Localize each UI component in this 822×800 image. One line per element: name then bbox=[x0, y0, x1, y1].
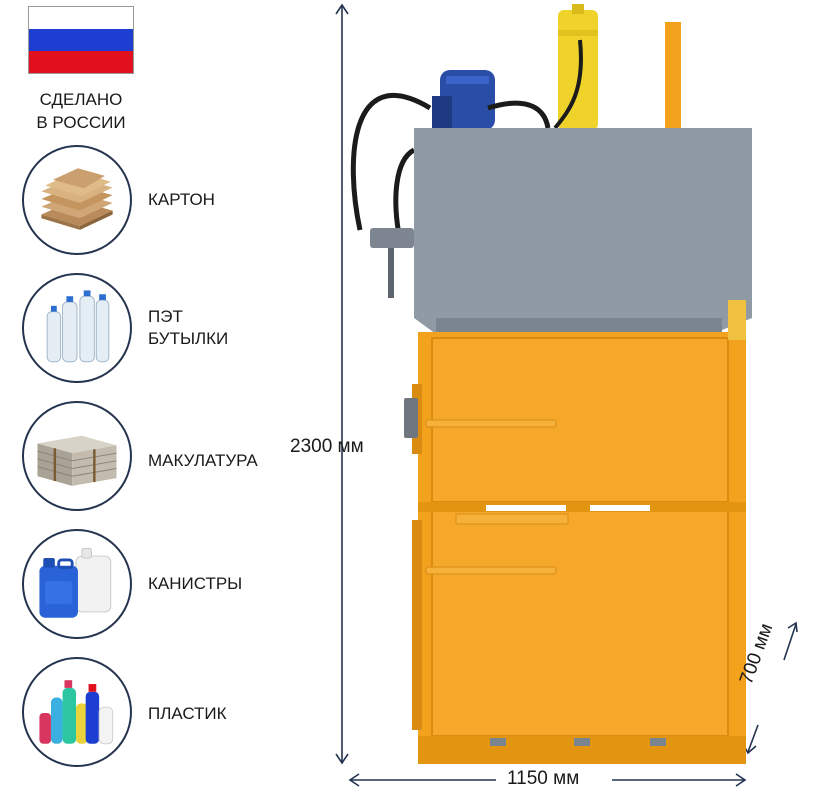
cardboard-stack-icon bbox=[22, 145, 132, 255]
made-in-line2: В РОССИИ bbox=[36, 113, 126, 132]
russia-flag-icon bbox=[28, 6, 134, 74]
height-dimension-arrow bbox=[335, 3, 349, 765]
category-label-canisters: КАНИСТРЫ bbox=[148, 574, 243, 593]
pet-bottles-icon bbox=[22, 273, 132, 383]
category-label-cardboard: КАРТОН bbox=[148, 190, 215, 209]
baler-machine-illustration bbox=[335, 3, 798, 787]
made-in-russia-label: СДЕЛАНО В РОССИИ bbox=[20, 88, 142, 134]
made-in-line1: СДЕЛАНО bbox=[39, 90, 123, 109]
width-dimension-arrow bbox=[348, 773, 747, 787]
canisters-icon bbox=[22, 529, 132, 639]
category-label-plastic: ПЛАСТИК bbox=[148, 704, 227, 723]
category-label-paper: МАКУЛАТУРА bbox=[148, 451, 258, 470]
height-dimension-label: 2300 мм bbox=[290, 436, 364, 457]
category-label-pet-bottles: ПЭТ БУТЫЛКИ bbox=[148, 307, 229, 348]
depth-dimension-arrow bbox=[742, 621, 798, 755]
plastic-bottles-icon bbox=[22, 657, 132, 767]
width-dimension-label: 1150 мм bbox=[507, 768, 580, 789]
paper-bundle-icon bbox=[22, 401, 132, 511]
